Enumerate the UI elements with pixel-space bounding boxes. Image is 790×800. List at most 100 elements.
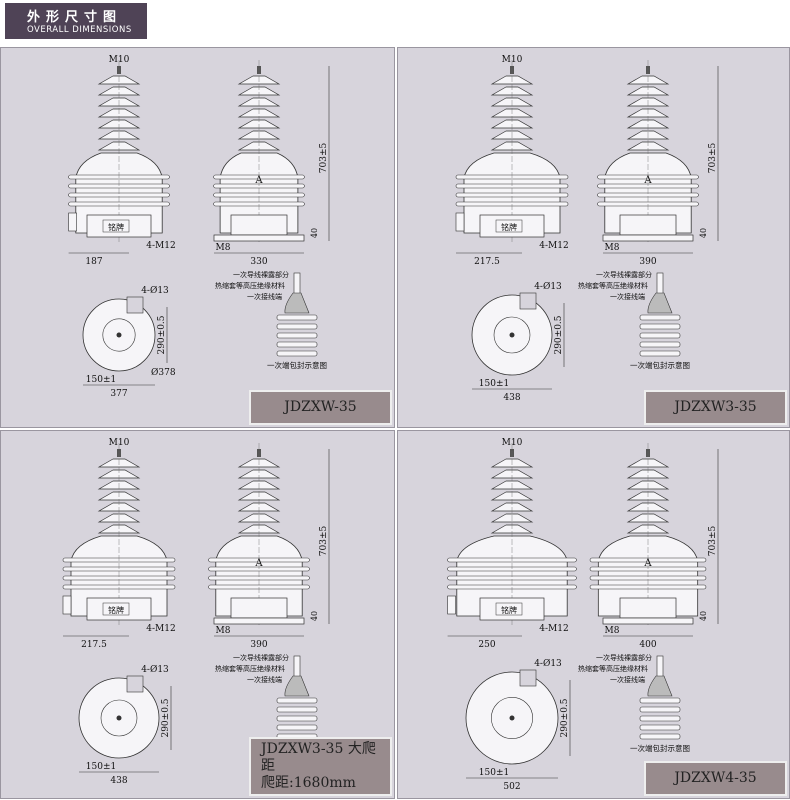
- front-view-shed: [97, 469, 141, 479]
- side-width-label: 330: [250, 257, 267, 267]
- detail-shed: [639, 724, 681, 731]
- terminal-notch: [519, 669, 537, 687]
- diameter-label: Ø378: [151, 367, 176, 378]
- hole-span-label: 290±0.5: [161, 698, 171, 737]
- mounting-plate: [213, 234, 305, 242]
- hole-span-label: 290±0.5: [157, 315, 167, 354]
- side-base: [619, 214, 677, 236]
- detail-label-1: 一次导线裸露部分: [233, 653, 289, 662]
- terminal-box: [455, 212, 465, 232]
- terminal-box: [447, 595, 456, 615]
- side-view-shed: [626, 469, 670, 479]
- detail-shed: [276, 323, 318, 330]
- detail-conductor: [293, 655, 301, 679]
- detail-shed: [276, 697, 318, 704]
- detail-label-3: 一次接线端: [610, 292, 645, 301]
- side-base: [619, 597, 677, 619]
- side-view-mark: A: [254, 558, 263, 569]
- terminal-box: [68, 212, 77, 232]
- model-label: JDZXW4-35: [644, 761, 787, 796]
- mounting-plate: [602, 234, 694, 242]
- bottom-width-label: 377: [110, 389, 127, 399]
- detail-label-1: 一次导线裸露部分: [596, 270, 652, 279]
- front-view-shed: [97, 86, 141, 96]
- detail-label-2: 热缩套等高压绝缘材料: [215, 664, 285, 673]
- side-view-mark: A: [254, 175, 263, 186]
- drawing-labels: 铭牌M102504-M12A400M8703±540502150±14-Ø132…: [478, 438, 718, 792]
- detail-label-2: 热缩套等高压绝缘材料: [578, 281, 648, 290]
- height-label: 703±5: [319, 526, 329, 557]
- front-width-label: 217.5: [474, 257, 500, 267]
- drawing-svg: 铭牌M102504-M12A400M8703±540502150±14-Ø132…: [447, 438, 719, 792]
- front-view-shed: [490, 86, 534, 96]
- detail-shed: [276, 314, 318, 321]
- bottom-width-label: 438: [110, 776, 127, 786]
- holes-label: 4-Ø13: [534, 658, 562, 669]
- hole-pitch-label: 150±1: [86, 762, 116, 772]
- height-label: 703±5: [708, 526, 718, 557]
- detail-shed: [276, 341, 318, 348]
- detail-shed: [639, 733, 681, 740]
- detail-shed: [639, 697, 681, 704]
- ground-label: M8: [605, 243, 620, 253]
- side-width-label: 390: [250, 640, 267, 650]
- detail-shed: [639, 341, 681, 348]
- base-height-label: 40: [310, 228, 319, 238]
- drawing-shapes: [455, 60, 719, 390]
- ground-label: M8: [216, 243, 231, 253]
- model-label: JDZXW-35: [249, 390, 392, 425]
- detail-shed: [639, 323, 681, 330]
- hole-pitch-label: 150±1: [86, 375, 116, 385]
- side-view-shed: [237, 469, 281, 479]
- drawing-svg: 铭牌M10217.54-M12A390M8703±540438150±14-Ø1…: [62, 438, 330, 786]
- base-height-label: 40: [699, 611, 708, 621]
- header-title-cn: 外形尺寸图: [27, 10, 123, 25]
- detail-label-3: 一次接线端: [247, 292, 282, 301]
- drawing-labels: 铭牌M10217.54-M12A390M8703±540438150±14-Ø1…: [474, 55, 718, 403]
- terminal-notch: [126, 296, 144, 314]
- height-label: 703±5: [319, 143, 329, 174]
- hole-pitch-label: 150±1: [479, 768, 509, 778]
- bottom-view-center: [509, 332, 515, 338]
- side-width-label: 400: [639, 640, 656, 650]
- front-width-label: 187: [85, 257, 102, 267]
- top-thread-label: M10: [502, 55, 523, 65]
- drawing-labels: 铭牌M101874-M12A330M8703±540377150±14-Ø132…: [85, 55, 329, 399]
- side-view-shed: [237, 86, 281, 96]
- holes-label: 4-Ø13: [141, 664, 169, 675]
- bolt-label: 4-M12: [539, 241, 568, 251]
- nameplate: [102, 602, 130, 616]
- detail-shed: [276, 350, 318, 357]
- model-name: JDZXW3-35: [674, 399, 757, 415]
- bottom-view-inner: [491, 696, 534, 739]
- hole-span-label: 290±0.5: [554, 315, 564, 354]
- side-view-mark: A: [643, 558, 652, 569]
- detail-heat-shrink: [647, 292, 673, 314]
- ground-label: M8: [605, 626, 620, 636]
- drawing-shapes: [68, 60, 330, 386]
- hole-span-label: 290±0.5: [560, 698, 570, 737]
- detail-shed: [639, 706, 681, 713]
- front-width-label: 217.5: [81, 640, 107, 650]
- detail-label-3: 一次接线端: [247, 675, 282, 684]
- terminal-notch: [126, 675, 144, 693]
- detail-shed: [639, 332, 681, 339]
- drawing-shapes: [447, 443, 719, 779]
- front-view-shed: [490, 469, 534, 479]
- drawing-shapes: [62, 443, 330, 773]
- top-thread-label: M10: [502, 438, 523, 448]
- nameplate: [102, 219, 130, 233]
- model-name: JDZXW4-35: [674, 770, 757, 786]
- detail-caption: 一次端包封示意图: [267, 360, 327, 370]
- bottom-view-center: [509, 715, 515, 721]
- nameplate: [495, 219, 523, 233]
- front-width-label: 250: [478, 640, 495, 650]
- base-height-label: 40: [699, 228, 708, 238]
- model-label: JDZXW3-35: [644, 390, 787, 425]
- detail-shed: [639, 715, 681, 722]
- nameplate-label: 铭牌: [501, 222, 517, 232]
- terminal-notch: [519, 292, 537, 310]
